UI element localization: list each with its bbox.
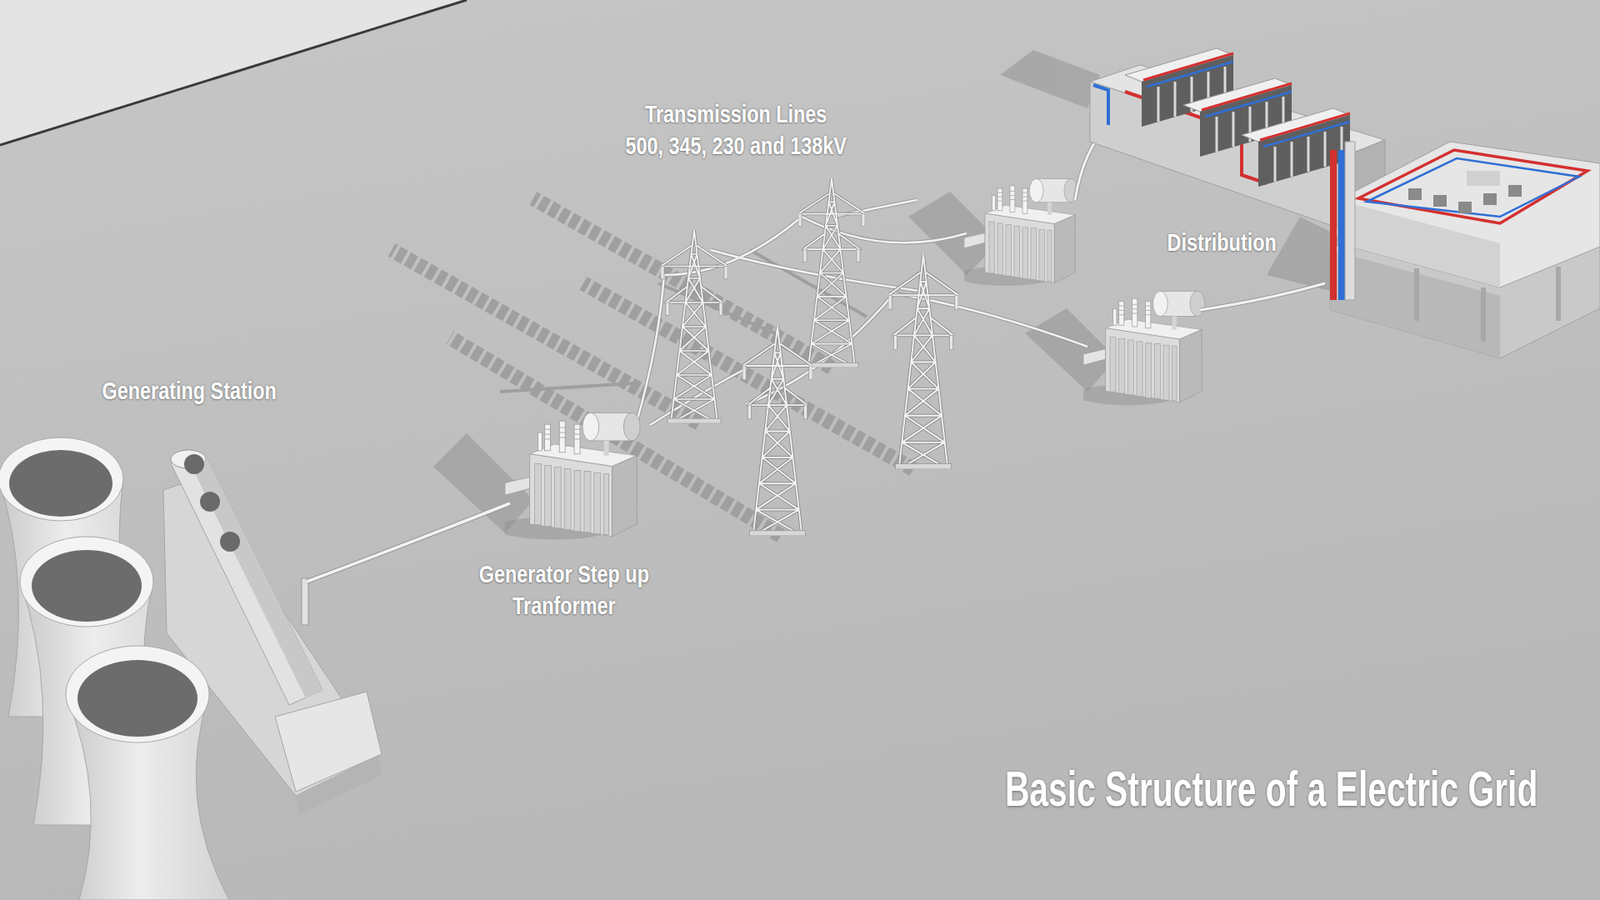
component-label: Generator Step up Tranformer	[479, 558, 650, 621]
component-label: Distribution	[1166, 226, 1276, 259]
diagram-title: Basic Structure of a Electric Grid	[1005, 760, 1538, 818]
label-line: Tranformer	[479, 590, 650, 622]
label-line: Transmission Lines	[625, 98, 846, 130]
component-label: Transmission Lines 500, 345, 230 and 138…	[625, 98, 846, 161]
label-line: 500, 345, 230 and 138kV	[625, 130, 846, 162]
label-line: Generator Step up	[479, 558, 650, 590]
component-label: Generating Station	[101, 375, 276, 407]
